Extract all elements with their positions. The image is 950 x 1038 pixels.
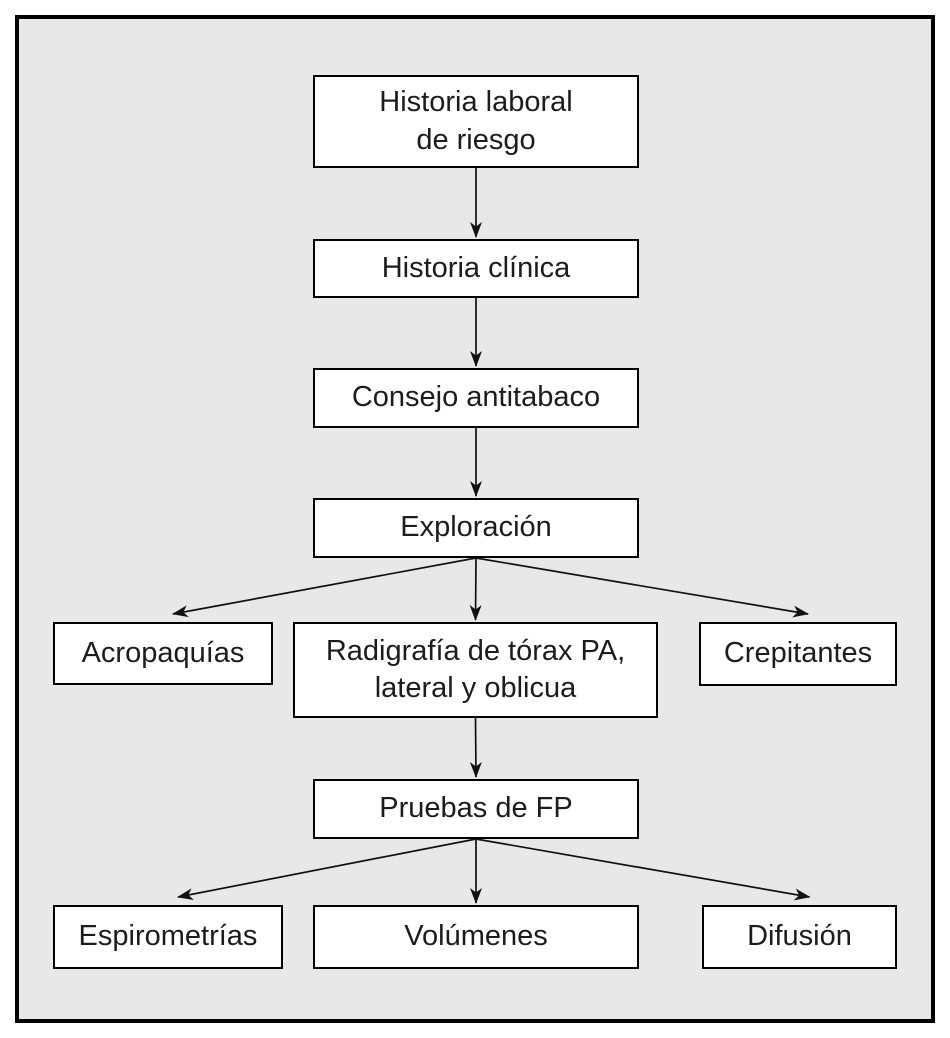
flow-node-exploracion: Exploración [313,498,639,558]
flow-node-historia-laboral: Historia laboral de riesgo [313,75,639,168]
flow-node-acropaquias: Acropaquías [53,622,273,685]
flow-node-crepitantes: Crepitantes [699,622,897,686]
flow-node-volumenes: Volúmenes [313,905,639,969]
flow-node-pruebas-fp: Pruebas de FP [313,779,639,839]
flow-node-radiografia-torax: Radigrafía de tórax PA, lateral y oblicu… [293,622,658,718]
flow-node-consejo-antitabaco: Consejo antitabaco [313,368,639,428]
flow-node-difusion: Difusión [702,905,897,969]
flow-node-historia-clinica: Historia clínica [313,239,639,298]
flow-node-espirometrias: Espirometrías [53,905,283,969]
